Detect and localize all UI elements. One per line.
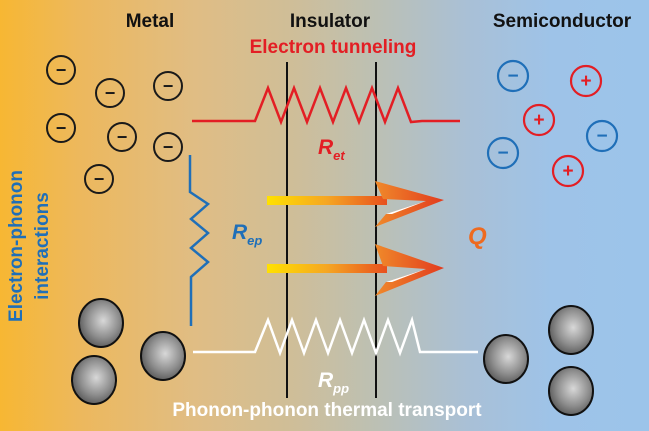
semiconductor-carriers — [486, 59, 619, 188]
svg-text:+: + — [562, 161, 573, 182]
electron-4 — [46, 113, 76, 143]
resistor-et — [192, 84, 460, 126]
svg-text:−: − — [596, 126, 607, 147]
electron-7 — [84, 164, 114, 194]
electron-tunneling-label: Electron tunneling — [250, 37, 417, 58]
svg-text:−: − — [56, 60, 67, 80]
svg-text:+: + — [580, 71, 591, 92]
electron-2 — [95, 78, 125, 108]
phonon-metal-3 — [71, 355, 117, 405]
svg-text:−: − — [507, 66, 518, 87]
sc-hole-3 — [551, 154, 585, 188]
phonon-metal-2 — [140, 331, 186, 381]
resistor-ep — [188, 155, 211, 326]
metal-label: Metal — [126, 11, 175, 32]
semiconductor-label: Semiconductor — [493, 11, 632, 32]
phonon-sc-1 — [483, 334, 529, 384]
electron-5 — [107, 122, 137, 152]
electron-1 — [46, 55, 76, 85]
heat-arrow-bottom — [267, 244, 444, 296]
svg-text:−: − — [56, 118, 67, 138]
sc-electron-3 — [486, 136, 520, 170]
phonon-sc-2 — [548, 305, 594, 355]
insulator-label: Insulator — [290, 11, 371, 32]
sc-electron-1 — [496, 59, 530, 93]
heat-arrow-top — [267, 181, 444, 227]
electron-phonon-label-line2: interactions — [32, 192, 53, 300]
phonon-phonon-label: Phonon-phonon thermal transport — [172, 400, 482, 421]
rep-label: Rep — [232, 221, 262, 248]
sc-hole-2 — [522, 103, 556, 137]
phonon-sc-3 — [548, 366, 594, 416]
heat-flux-label: Q — [468, 223, 487, 250]
svg-text:−: − — [94, 169, 105, 189]
svg-text:−: − — [105, 83, 116, 103]
ret-label: Ret — [318, 136, 345, 163]
metal-electrons — [46, 55, 183, 194]
svg-text:−: − — [163, 76, 174, 96]
sc-hole-1 — [569, 64, 603, 98]
phonons — [71, 298, 594, 416]
rpp-label: Rpp — [318, 369, 349, 396]
svg-text:−: − — [497, 143, 508, 164]
semiconductor-signs: − + + − − + — [497, 66, 607, 182]
electron-phonon-label-line1: Electron-phonon — [6, 170, 27, 322]
sc-electron-2 — [585, 119, 619, 153]
svg-text:+: + — [533, 110, 544, 131]
electron-3 — [153, 71, 183, 101]
metal-electron-signs: − − − − − − − — [56, 60, 174, 189]
electron-6 — [153, 132, 183, 162]
svg-text:−: − — [163, 137, 174, 157]
phonon-metal-1 — [78, 298, 124, 348]
svg-text:−: − — [117, 127, 128, 147]
resistor-pp — [193, 315, 478, 357]
